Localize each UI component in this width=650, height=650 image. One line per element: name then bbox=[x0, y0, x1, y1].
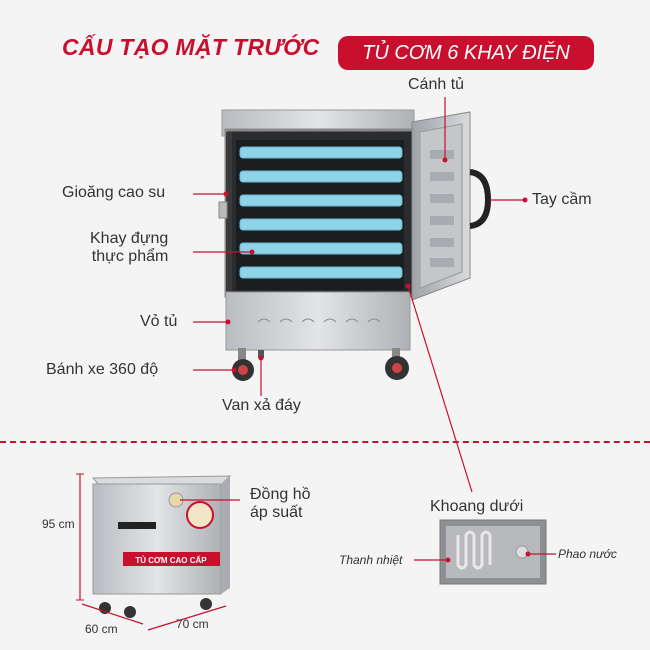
label-gauge-line2: áp suất bbox=[250, 504, 303, 521]
lower-shell bbox=[225, 291, 411, 351]
label-handle: Tay cầm bbox=[532, 191, 592, 208]
lower-chamber-photo bbox=[414, 519, 556, 585]
label-lower-chamber: Khoang dưới bbox=[430, 498, 524, 515]
door-handle bbox=[469, 169, 492, 229]
section-divider bbox=[0, 441, 650, 443]
label-gauge: Đồng hồ áp suất bbox=[250, 486, 311, 522]
label-float: Phao nước bbox=[558, 547, 617, 561]
label-shell: Vỏ tủ bbox=[140, 313, 178, 330]
wheels bbox=[232, 348, 409, 381]
leader-lines bbox=[193, 97, 528, 493]
label-wheels: Bánh xe 360 độ bbox=[46, 361, 159, 378]
dimension-lines bbox=[76, 473, 227, 631]
label-drain: Van xả đáy bbox=[222, 397, 301, 414]
small-cabinet: TỦ CƠM CAO CẤP bbox=[91, 475, 240, 618]
label-gauge-line1: Đồng hồ bbox=[250, 486, 311, 503]
label-door: Cánh tủ bbox=[408, 76, 465, 93]
label-tray-line1: Khay đựng bbox=[90, 230, 169, 247]
gasket-strip bbox=[226, 132, 232, 292]
label-tray-line2: thực phẩm bbox=[91, 248, 169, 265]
label-heater: Thanh nhiệt bbox=[339, 553, 403, 567]
small-handle bbox=[118, 522, 156, 529]
open-door bbox=[411, 111, 492, 301]
pressure-gauge bbox=[186, 501, 214, 529]
product-plate: TỦ CƠM CAO CẤP bbox=[135, 555, 207, 565]
page-title: CẤU TẠO MẶT TRƯỚC bbox=[62, 34, 320, 60]
label-tray: Khay đựng thực phẩm bbox=[90, 230, 168, 266]
title-badge-text: TỦ CƠM 6 KHAY ĐIỆN bbox=[362, 42, 570, 64]
dimension-width: 70 cm bbox=[176, 617, 209, 631]
title-badge: TỦ CƠM 6 KHAY ĐIỆN bbox=[338, 36, 594, 70]
trays bbox=[239, 146, 403, 279]
label-gasket: Gioăng cao su bbox=[62, 184, 166, 201]
latch bbox=[218, 201, 228, 219]
dimension-depth: 60 cm bbox=[85, 622, 118, 636]
dimension-height: 95 cm bbox=[42, 517, 75, 531]
